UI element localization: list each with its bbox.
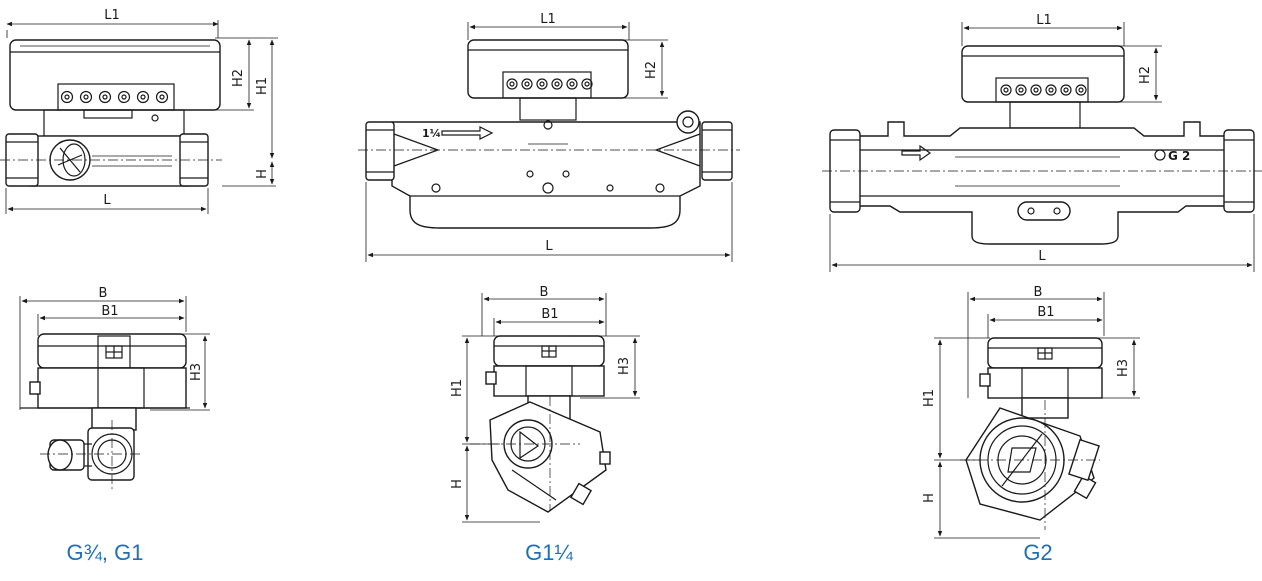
dim-label-l: L [1038,249,1046,264]
thread-size-marking: 1¼ [422,127,441,140]
dim-label-h: H [450,479,465,489]
dim-label-b: B [1034,285,1043,300]
dim-label-l1: L1 [1036,13,1052,28]
dim-label-h3: H3 [189,363,204,381]
terminal-block-icon [506,78,593,90]
flow-direction-arrow-icon [901,144,932,162]
dim-label-h2: H2 [644,61,659,79]
connector-grid-icon [1037,347,1053,360]
dim-label-b1: B1 [101,304,118,319]
dim-label-h3: H3 [617,357,632,375]
dim-label-h: H [255,169,270,179]
terminal-block-icon [60,90,169,104]
terminal-block-icon [1000,84,1087,96]
dim-label-h3: H3 [1116,359,1131,377]
dim-label-h2: H2 [1138,66,1153,84]
dim-label-b: B [99,286,108,301]
angled-pipe-body [489,401,611,513]
large-meter-front-view: L1 H2 G 2 [822,13,1262,272]
dim-label-h1: H1 [922,389,937,407]
large-meter-side-view: B B1 H3 [922,285,1140,539]
small-meter-front-view: L1 [0,8,278,214]
caption-medium-meter: G1¼ [525,540,573,565]
small-meter-side-view: B B1 H3 [19,286,210,490]
medium-meter-front-view: L1 H2 1¼ [358,12,740,262]
thread-size-marking: G 2 [1154,149,1190,163]
dim-label-l1: L1 [540,12,556,27]
caption-small-meter: G¾, G1 [66,540,144,565]
dim-label-l1: L1 [104,8,120,23]
dim-label-h1: H1 [255,77,270,95]
medium-meter-side-view: B B1 H3 [450,285,640,523]
caption-large-meter: G2 [1023,540,1053,565]
dim-label-h1: H1 [450,379,465,397]
connector-grid-icon [105,345,123,359]
dim-label-b1: B1 [541,307,558,322]
dim-label-h: H [922,493,937,503]
square-flange-body [965,407,1100,521]
svg-text:G 2: G 2 [1168,149,1190,163]
connector-grid-icon [541,345,557,358]
mounting-holes [431,170,665,194]
dim-label-b1: B1 [1037,305,1054,320]
dim-label-h2: H2 [231,69,246,87]
dim-label-l: L [545,239,553,254]
dim-label-b: B [540,285,549,300]
dim-label-l: L [103,193,111,208]
flow-direction-arrow-icon [441,126,494,140]
